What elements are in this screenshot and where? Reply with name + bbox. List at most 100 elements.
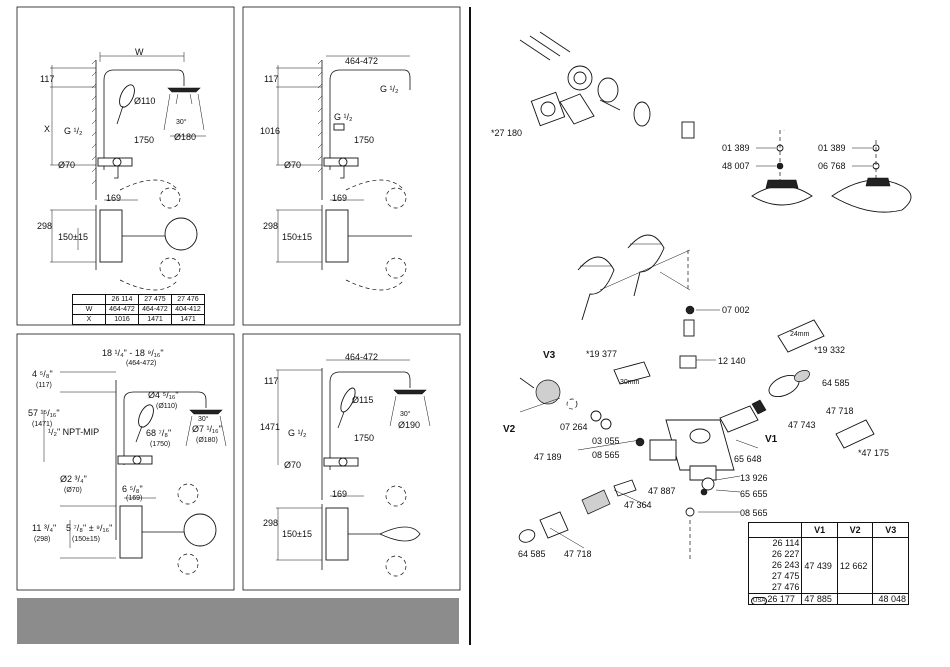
p3-dim-d3-in: Ø2 ³/₄"	[60, 474, 87, 484]
dim-table-cell: 464-472	[138, 304, 172, 315]
p4-dim-1471: 1471	[260, 422, 280, 432]
p3-dim-w-in: 18 ¹/₄" - 18 ⁹/₁₆"	[102, 348, 164, 358]
dim-table-cell: W	[72, 304, 106, 315]
label-64585-a: 64 585	[822, 378, 850, 388]
dim-117: 117	[40, 74, 54, 84]
dim-angle: 30°	[176, 118, 187, 126]
dim-x: X	[44, 124, 50, 134]
label-19332: *19 332	[814, 345, 845, 355]
p3-dim-w-mm: (464-472)	[126, 360, 156, 367]
panel-frame-2	[242, 6, 461, 326]
p2-label-g2: G ¹/₂	[334, 112, 353, 122]
label-64585-b: 64 585	[518, 549, 546, 559]
p3-dim-h-in: 4 ⁵/₈"	[32, 369, 53, 379]
grey-footer-bar	[17, 598, 459, 644]
p2-label-g: G ¹/₂	[380, 84, 399, 94]
parts-table-header: V2	[836, 522, 874, 538]
parts-table-usa-v1: 47 885	[801, 593, 838, 605]
p3-dim-h4-in: 11 ³/₄"	[32, 523, 56, 533]
label-65655: 65 655	[740, 489, 768, 499]
variant-parts-table: V1 V2 V3 26 114 26 227 26 243 27 475 27 …	[747, 522, 909, 605]
label-12140: 12 140	[718, 356, 746, 366]
p2-dim-1016: 1016	[260, 126, 280, 136]
label-08565-b: 08 565	[740, 508, 768, 518]
model-number: 27 475	[771, 571, 800, 581]
dim-table-cell: 1471	[171, 314, 205, 325]
p3-dim-d3-mm: (Ø70)	[64, 487, 82, 494]
dim-table-cell: 464-472	[105, 304, 139, 315]
p4-dim-169: 169	[332, 489, 347, 499]
model-number: 27 476	[771, 582, 800, 592]
p3-dim-h2-mm: (1471)	[32, 421, 52, 428]
p4-dim-117: 117	[264, 376, 278, 386]
p4-label-g: G ¹/₂	[288, 428, 307, 438]
label-g: G ¹/₂	[64, 126, 83, 136]
p3-dim-d2-mm: (Ø180)	[196, 437, 218, 444]
p3-dim-w2-in: 6 ⁵/₈"	[122, 484, 143, 494]
dimension-table: 26 114 27 475 27 476 W 464-472 464-472 4…	[72, 294, 205, 325]
dim-d70: Ø70	[58, 160, 75, 170]
label-07264: 07 264	[560, 422, 588, 432]
p2-dim-117: 117	[264, 74, 278, 84]
parts-table-v1: 47 439	[801, 537, 838, 594]
panel-2-drawing	[276, 55, 412, 291]
dim-w: W	[135, 47, 144, 57]
parts-table-header: V1	[801, 522, 838, 538]
panel-frame-3	[16, 333, 235, 591]
label-47364: 47 364	[624, 500, 652, 510]
p3-dim-h-mm: (117)	[36, 382, 52, 389]
dim-150: 150±15	[58, 232, 88, 242]
label-48007: 48 007	[722, 161, 750, 171]
label-65648: 65 648	[734, 454, 762, 464]
p2-dim-d70: Ø70	[284, 160, 301, 170]
panel-4-drawing	[276, 359, 431, 577]
label-27180: *27 180	[491, 128, 522, 138]
p3-dim-h3-in: 68 ⁷/₈"	[146, 428, 171, 438]
model-number: 26 227	[771, 549, 800, 559]
label-03055: 03 055	[592, 436, 620, 446]
p4-dim-d190: Ø190	[398, 420, 420, 430]
label-47189: 47 189	[534, 452, 562, 462]
parts-table-models: 26 114 26 227 26 243 27 475 27 476	[747, 537, 803, 594]
label-07002: 07 002	[722, 305, 750, 315]
p2-dim-150: 150±15	[282, 232, 312, 242]
dim-169: 169	[106, 193, 121, 203]
label-01389-b: 01 389	[818, 143, 846, 153]
dim-d180: Ø180	[174, 132, 196, 142]
label-47887: 47 887	[648, 486, 676, 496]
p4-dim-150: 150±15	[282, 529, 312, 539]
label-06768: 06 768	[818, 161, 846, 171]
dim-table-cell: 1471	[138, 314, 172, 325]
label-v3: V3	[543, 350, 556, 361]
label-01389-a: 01 389	[722, 143, 750, 153]
model-number: 26 243	[771, 560, 800, 570]
p4-dim-d115: Ø115	[352, 395, 373, 405]
dim-table-cell: X	[72, 314, 106, 325]
label-47718-a: 47 718	[826, 406, 854, 416]
parts-table-v3	[872, 537, 909, 594]
parts-table-header	[747, 522, 803, 538]
p3-dim-angle: 30°	[198, 415, 209, 423]
parts-table-usa-v3: 48 048	[872, 593, 909, 605]
panel-1-drawing	[50, 52, 206, 291]
parts-table-usa-v2	[836, 593, 874, 605]
parts-table-header: V3	[872, 522, 909, 538]
label-47175: *47 175	[858, 448, 889, 458]
p2-dim-1750: 1750	[354, 135, 374, 145]
p2-dim-169: 169	[332, 193, 347, 203]
p4-dim-angle: 30°	[400, 410, 411, 418]
p3-dim-h5-in: 5 ⁷/₈" ± ⁹/₁₆"	[66, 523, 112, 533]
label-19377: *19 377	[586, 349, 617, 359]
dim-1750: 1750	[134, 135, 154, 145]
label-30mm: 30mm	[620, 379, 640, 386]
model-number: 26 114	[772, 538, 800, 548]
dim-298: 298	[37, 221, 52, 231]
usa-model: 26 177	[767, 594, 795, 604]
dim-table-header: 27 476	[171, 294, 205, 305]
dim-table-cell: 404-412	[171, 304, 205, 315]
p3-dim-d2-in: Ø7 ¹/₁₆"	[192, 424, 222, 434]
p3-dim-h4-mm: (298)	[34, 536, 50, 543]
usa-badge: USA	[751, 597, 768, 605]
